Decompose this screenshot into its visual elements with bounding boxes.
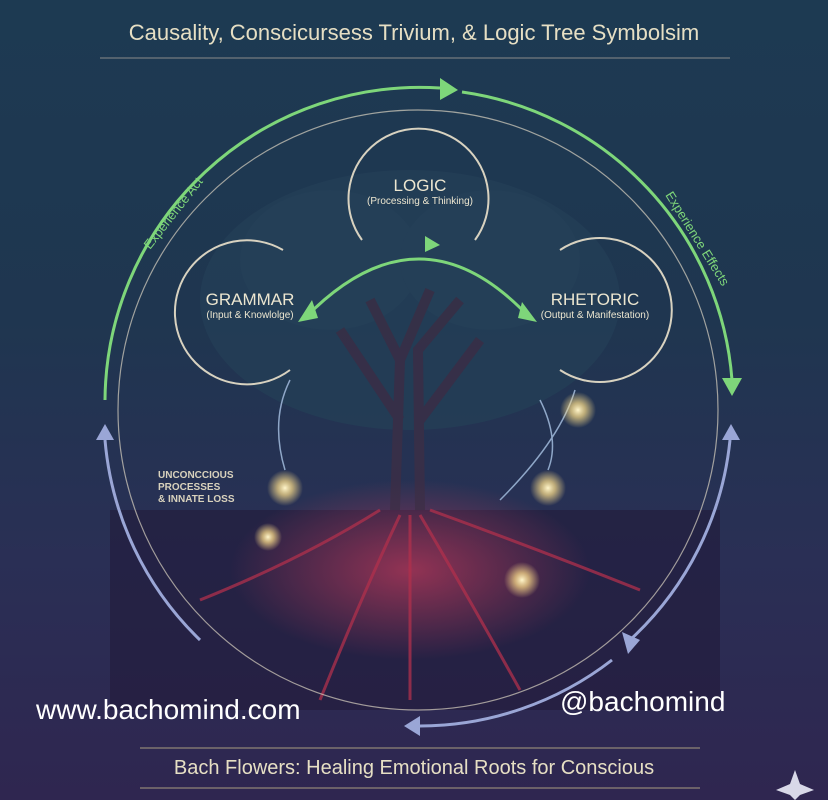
label-line: UNCONCCIOUS xyxy=(158,470,234,481)
trivium-arrow xyxy=(303,257,532,320)
inner-ring xyxy=(117,109,719,711)
node-title: GRAMMAR xyxy=(205,290,295,309)
glowing-flower-icon xyxy=(530,470,566,506)
glowing-flower-icon xyxy=(254,523,282,551)
node-logic: LOGIC (Processing & Thinking) xyxy=(340,176,500,207)
glowing-flower-icon xyxy=(504,562,540,598)
right-cycle-label: Experience Effects xyxy=(662,189,732,289)
node-subtitle: (Output & Manifestation) xyxy=(540,310,650,321)
tree xyxy=(199,170,641,701)
node-rhetoric: RHETORIC (Output & Manifestation) xyxy=(520,290,670,321)
page-title: Causality, Conscicursess Trivium, & Logi… xyxy=(128,20,700,45)
grammar-circle xyxy=(173,239,291,386)
label-line: & INNATE LOSS xyxy=(158,494,235,505)
lower-arc-left xyxy=(103,439,202,642)
node-grammar: GRAMMAR (Input & Knowlolge) xyxy=(180,290,320,321)
green-arc-left xyxy=(103,85,441,401)
left-cycle-label: Experience Act xyxy=(141,174,206,252)
glowing-flower-icon xyxy=(267,470,303,506)
green-arc-right xyxy=(461,90,734,381)
node-title: LOGIC xyxy=(393,176,447,195)
node-subtitle: (Processing & Thinking) xyxy=(367,196,473,207)
unconscious-label: UNCONCCIOUS PROCESSES & INNATE LOSS xyxy=(158,470,234,506)
rhetoric-circle xyxy=(559,237,673,383)
handle-watermark: @bachomind xyxy=(560,686,726,717)
node-subtitle: (Input & Knowlolge) xyxy=(206,310,294,321)
label-line: PROCESSES xyxy=(158,482,221,493)
logic-circle xyxy=(347,127,490,241)
website-watermark: www.bachomind.com xyxy=(36,694,301,725)
node-title: RHETORIC xyxy=(550,290,640,309)
glowing-flower-icon xyxy=(560,392,596,428)
lower-arc-right xyxy=(628,439,732,642)
sparkle-icon xyxy=(776,770,814,800)
footer-title: Bach Flowers: Healing Emotional Roots fo… xyxy=(173,757,655,779)
